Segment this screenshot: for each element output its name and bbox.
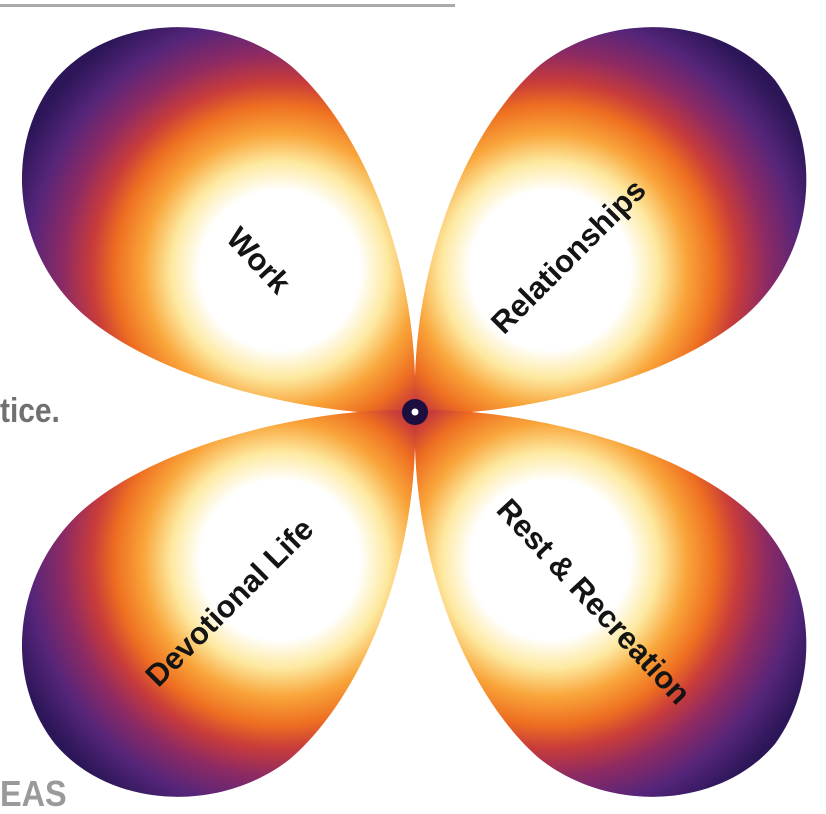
top-divider-line: [0, 4, 455, 7]
petal-work: [21, 27, 416, 414]
petal-devotional-life: [21, 410, 416, 797]
petal-relationships: [414, 27, 807, 414]
center-dot: [411, 408, 419, 416]
cropped-bottom-heading: EAS: [0, 773, 67, 814]
petal-rest-recreation: [414, 410, 807, 797]
cropped-side-text: tice.: [0, 392, 60, 430]
